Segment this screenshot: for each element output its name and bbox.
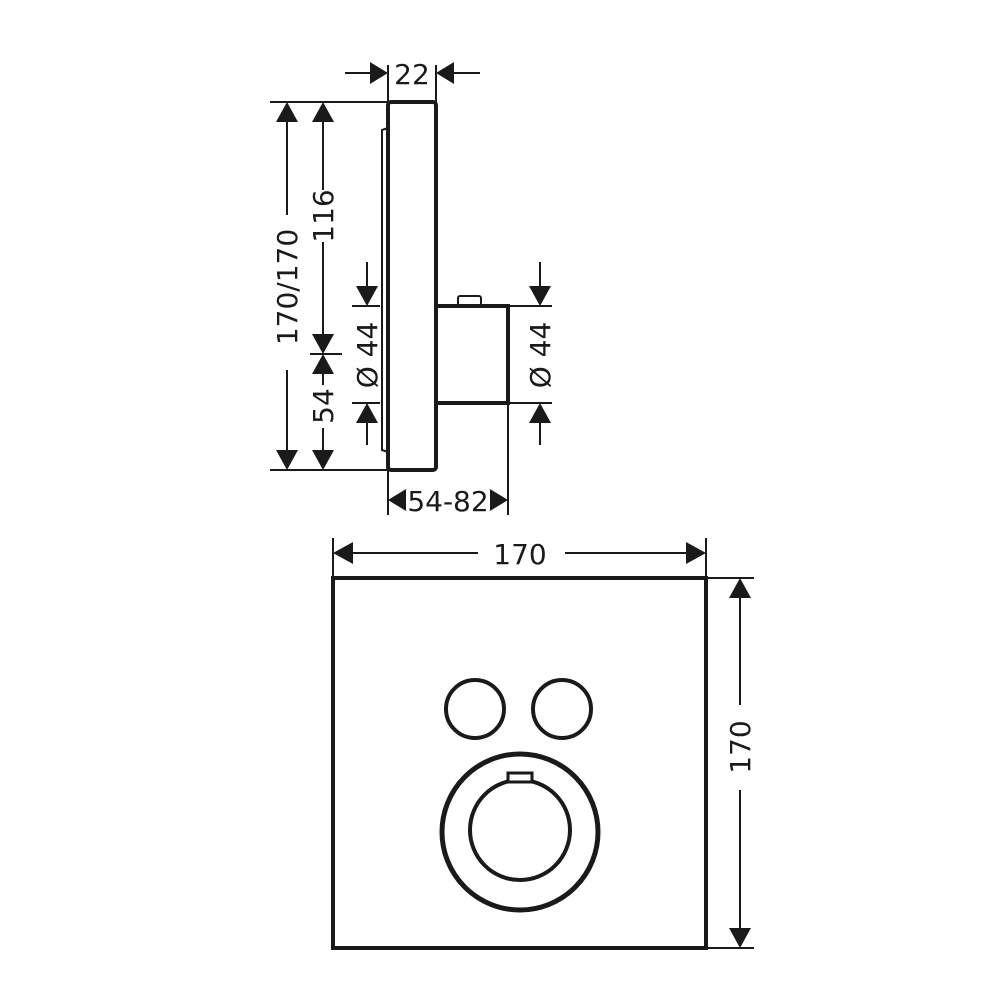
dim-lower-label: 54 [307, 388, 340, 424]
thermostat-knob-tab [506, 771, 534, 784]
dim-front-height: 170 [708, 577, 757, 949]
front-view: 170 170 [331, 538, 757, 950]
dim-front-width-label: 170 [493, 538, 546, 571]
thermostat-body-side [434, 304, 510, 405]
dim-right-diameter-label: Ø 44 [524, 322, 557, 389]
thermostat-knob-inner [468, 778, 572, 882]
dim-depth-label: 22 [394, 58, 430, 91]
dim-projection: 54-82 [387, 403, 509, 518]
dim-front-width: 170 [332, 538, 707, 576]
dim-left-diameter: Ø 44 [351, 262, 384, 445]
dim-projection-label: 54-82 [407, 485, 488, 518]
dim-upper-label: 116 [307, 189, 340, 242]
cover-plate-side [386, 100, 438, 472]
dim-right-diameter: Ø 44 [508, 262, 557, 445]
side-view: 22 170/170 116 54 [270, 58, 557, 518]
push-button-left [444, 678, 506, 740]
thermostat-ring-outer [439, 751, 601, 913]
dim-total-height: 170/170 [271, 102, 304, 470]
dim-depth: 22 [345, 58, 480, 102]
dim-total-height-label: 170/170 [271, 229, 304, 345]
dim-lower: 54 [307, 354, 340, 470]
dim-left-diameter-label: Ø 44 [351, 322, 384, 389]
push-button-right [531, 678, 593, 740]
dim-upper: 116 [307, 102, 342, 355]
plate-back-strip [381, 127, 389, 453]
cover-plate-front [331, 576, 708, 950]
thermostat-cap [457, 295, 482, 307]
dim-front-height-label: 170 [724, 720, 757, 773]
